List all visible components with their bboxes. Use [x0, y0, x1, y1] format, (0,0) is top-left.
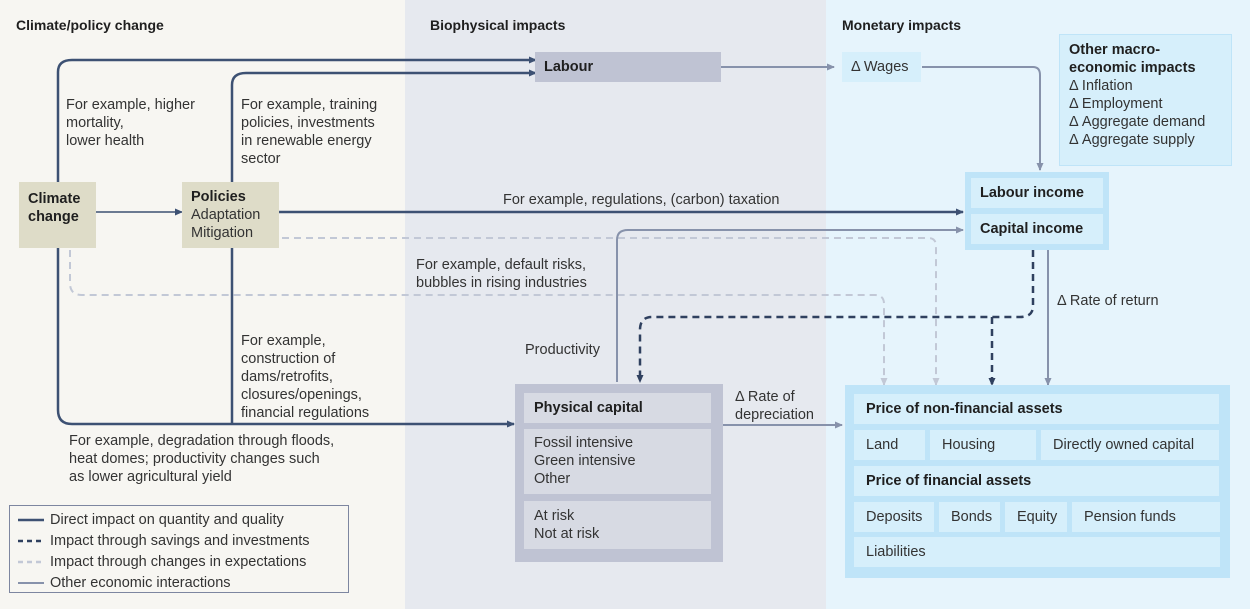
- column-title-climate-policy: Climate/policy change: [16, 17, 164, 33]
- asset-deposits: Deposits: [854, 502, 934, 532]
- policies-title: Policies: [191, 189, 246, 205]
- legend-item-savings: Impact through savings and investments: [18, 531, 310, 551]
- legend-label: Other economic interactions: [50, 575, 231, 591]
- physical-capital-other: Other: [534, 471, 571, 487]
- annotation-degradation-line: For example, degradation through floods,: [69, 433, 335, 449]
- labour-income-cell: Labour income: [971, 178, 1103, 208]
- labour-node: Labour: [535, 52, 721, 82]
- climate-change-node: Climate change: [19, 182, 96, 248]
- annotation-training-line: sector: [241, 151, 281, 167]
- wages-node: Δ Wages: [842, 52, 921, 82]
- other-macro-employment: Δ Employment: [1069, 96, 1163, 112]
- annotation-construction-line: dams/retrofits,: [241, 369, 333, 385]
- asset-land: Land: [854, 430, 925, 460]
- annotation-training-line: policies, investments: [241, 115, 375, 131]
- column-title-monetary: Monetary impacts: [842, 17, 962, 33]
- legend-swatch-solid-dark: [18, 518, 44, 522]
- column-title-biophysical: Biophysical impacts: [430, 17, 566, 33]
- annotation-construction-line: closures/openings,: [241, 387, 362, 403]
- policies-item-mitigation: Mitigation: [191, 225, 254, 241]
- other-macro-aggregate-demand: Δ Aggregate demand: [1069, 114, 1206, 130]
- asset-directly-owned-capital: Directly owned capital: [1041, 430, 1219, 460]
- capital-income-cell: Capital income: [971, 214, 1103, 244]
- legend-item-expectations: Impact through changes in expectations: [18, 552, 306, 572]
- legend-label: Impact through changes in expectations: [50, 554, 307, 570]
- legend-item-direct: Direct impact on quantity and quality: [18, 510, 284, 530]
- physical-capital-header: Physical capital: [524, 393, 711, 423]
- annotation-degradation-line: heat domes; productivity changes such: [69, 451, 320, 467]
- annotation-productivity: Productivity: [525, 342, 600, 358]
- policies-item-adaptation: Adaptation: [191, 207, 261, 223]
- physical-capital-intensity-group: Fossil intensive Green intensive Other: [524, 429, 711, 494]
- physical-capital-node: Physical capital Fossil intensive Green …: [515, 384, 723, 562]
- annotation-mortality-line: mortality,: [66, 115, 124, 131]
- physical-capital-risk-group: At risk Not at risk: [524, 501, 711, 549]
- link-climate-to-assets-expectations: [69, 250, 888, 386]
- labour-income-label: Labour income: [980, 185, 1084, 201]
- other-macro-impacts-node: Other macro- economic impacts Δ Inflatio…: [1059, 34, 1232, 166]
- capital-income-label: Capital income: [980, 221, 1084, 237]
- annotation-default-risks-line: bubbles in rising industries: [416, 275, 587, 291]
- legend-swatch-dashed-light: [18, 560, 44, 564]
- annotation-depreciation-line: Δ Rate of: [735, 389, 795, 405]
- physical-capital-not-at-risk: Not at risk: [534, 526, 600, 542]
- annotation-default-risks-line: For example, default risks,: [416, 257, 587, 273]
- asset-bonds: Bonds: [939, 502, 1000, 532]
- legend-label: Direct impact on quantity and quality: [50, 512, 284, 528]
- financial-assets-title: Price of financial assets: [854, 466, 1219, 496]
- annotation-training-line: in renewable energy: [241, 133, 372, 149]
- policies-node: Policies Adaptation Mitigation: [182, 182, 279, 248]
- link-climate-to-labour: [56, 56, 537, 182]
- non-financial-assets-title: Price of non-financial assets: [854, 394, 1219, 424]
- climate-change-label-1: Climate: [28, 191, 81, 207]
- income-node: Labour income Capital income: [965, 172, 1109, 250]
- legend: Direct impact on quantity and quality Im…: [9, 505, 349, 593]
- asset-liabilities: Liabilities: [854, 537, 1220, 567]
- link-policies-to-assets-expectations: [282, 237, 940, 386]
- annotation-training-line: For example, training: [241, 97, 378, 113]
- annotation-construction-line: For example,: [241, 333, 326, 349]
- link-policies-to-labour: [230, 69, 537, 182]
- other-macro-inflation: Δ Inflation: [1069, 78, 1133, 94]
- link-capital-income-to-physical-capital-savings: [636, 250, 1035, 383]
- other-macro-title-2: economic impacts: [1069, 60, 1196, 76]
- physical-capital-fossil: Fossil intensive: [534, 435, 634, 451]
- legend-swatch-solid-grey: [18, 582, 44, 584]
- wages-label: Δ Wages: [851, 59, 909, 75]
- annotation-rate-of-return: Δ Rate of return: [1057, 293, 1159, 309]
- asset-equity: Equity: [1005, 502, 1067, 532]
- assets-node: Price of non-financial assets Land Housi…: [845, 385, 1230, 578]
- physical-capital-green: Green intensive: [534, 453, 636, 469]
- annotation-construction-line: construction of: [241, 351, 336, 367]
- physical-capital-title: Physical capital: [534, 400, 643, 416]
- annotation-degradation-line: as lower agricultural yield: [69, 469, 232, 485]
- asset-housing: Housing: [930, 430, 1036, 460]
- other-macro-title-1: Other macro-: [1069, 42, 1161, 58]
- physical-capital-at-risk: At risk: [534, 508, 575, 524]
- climate-change-label-2: change: [28, 209, 79, 225]
- annotation-mortality-line: lower health: [66, 133, 145, 149]
- link-climate-to-physical-capital: [56, 248, 515, 428]
- legend-item-other: Other economic interactions: [18, 573, 231, 593]
- other-macro-aggregate-supply: Δ Aggregate supply: [1069, 132, 1195, 148]
- legend-swatch-dashed-dark: [18, 539, 44, 543]
- legend-label: Impact through savings and investments: [50, 533, 310, 549]
- annotation-regulations: For example, regulations, (carbon) taxat…: [503, 192, 780, 208]
- link-wages-to-labour-income: [922, 66, 1044, 171]
- labour-label: Labour: [544, 59, 594, 75]
- asset-pension-funds: Pension funds: [1072, 502, 1220, 532]
- annotation-mortality-line: For example, higher: [66, 97, 195, 113]
- annotation-depreciation-line: depreciation: [735, 407, 814, 423]
- annotation-construction-line: financial regulations: [241, 405, 370, 421]
- link-physical-capital-to-capital-income: [616, 226, 964, 382]
